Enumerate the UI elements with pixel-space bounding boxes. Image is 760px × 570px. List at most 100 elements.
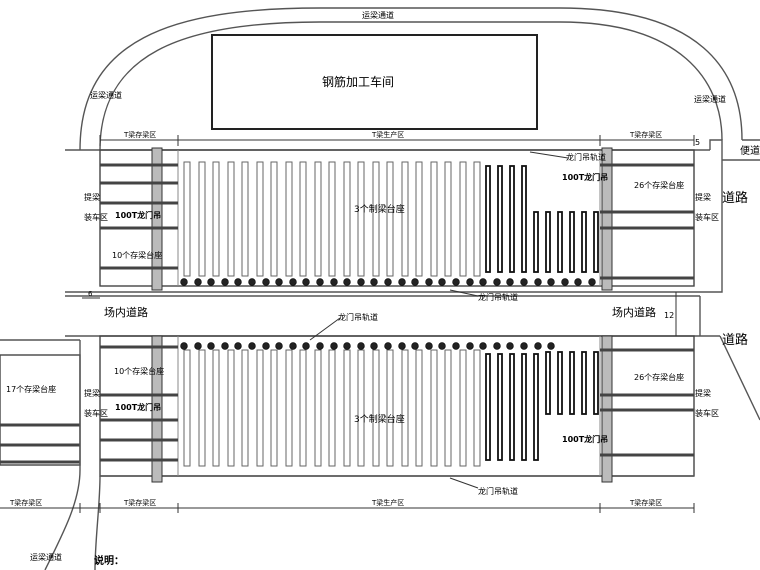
stored-beam xyxy=(593,211,599,273)
stored-beam xyxy=(557,351,563,415)
label-load-right-top: 提梁 xyxy=(695,192,711,202)
pedestal-circle xyxy=(370,342,378,350)
pedestal-circle xyxy=(343,342,351,350)
production-bed xyxy=(357,349,365,467)
label-workshop: 钢筋加工车间 xyxy=(322,74,394,89)
label-gantry-crane-2: 100T龙门吊 xyxy=(562,172,608,182)
pedestal-circle xyxy=(248,278,256,286)
bottom-store-left-beams xyxy=(100,345,178,462)
production-bed xyxy=(314,349,322,467)
production-bed xyxy=(415,349,423,467)
label-dim-bot-mid1: T梁存梁区 xyxy=(123,498,156,507)
label-dim-12: 12 xyxy=(664,311,674,320)
pedestal-circle xyxy=(479,278,487,286)
bottom-store-right-beams xyxy=(600,348,694,457)
production-bed xyxy=(430,349,438,467)
stored-beam xyxy=(581,211,587,273)
pedestal-circle xyxy=(343,278,351,286)
pedestal-circle xyxy=(194,342,202,350)
production-bed xyxy=(473,349,481,467)
label-gantry-top: 龙门吊轨道 xyxy=(566,152,606,162)
label-dim-bot-mid2: T梁生产区 xyxy=(371,498,404,507)
production-bed xyxy=(386,349,394,467)
pedestal-circle xyxy=(194,278,202,286)
stored-beam xyxy=(581,351,587,415)
production-bed xyxy=(343,349,351,467)
pedestal-circle xyxy=(316,342,324,350)
label-dim-5: 5 xyxy=(695,138,700,147)
production-bed xyxy=(198,349,206,467)
stored-beam xyxy=(569,211,575,273)
pedestal-circle xyxy=(289,278,297,286)
pedestal-circle xyxy=(520,342,528,350)
pedestal-circle xyxy=(180,342,188,350)
production-bed xyxy=(256,349,264,467)
label-load-left-top-2: 装车区 xyxy=(84,212,108,222)
pedestal-circle xyxy=(302,342,310,350)
label-load-left-bottom-2: 装车区 xyxy=(84,408,108,418)
production-bed xyxy=(401,349,409,467)
production-bed xyxy=(212,349,220,467)
production-bed xyxy=(227,349,235,467)
label-load-left-bottom: 提梁 xyxy=(84,388,100,398)
production-bed xyxy=(198,161,206,277)
top-production-beds xyxy=(183,161,599,277)
pedestal-circle xyxy=(330,342,338,350)
pedestal-circle xyxy=(221,278,229,286)
right-road-connector-top xyxy=(709,139,723,293)
pedestal-circle xyxy=(452,342,460,350)
bottom-production-beds xyxy=(183,349,599,467)
pedestal-circle xyxy=(574,278,582,286)
production-bed xyxy=(270,349,278,467)
top-gantry-columns xyxy=(151,147,613,291)
pedestal-circle xyxy=(398,278,406,286)
pedestal-circle xyxy=(466,278,474,286)
top-store-left-beams xyxy=(100,163,178,270)
production-bed xyxy=(328,349,336,467)
label-inner-road-right: 场内道路 xyxy=(612,305,656,319)
production-bed xyxy=(459,161,467,277)
left-store-beams xyxy=(0,423,80,464)
production-bed xyxy=(444,161,452,277)
pedestal-circle xyxy=(588,278,596,286)
label-load-right-bottom: 提梁 xyxy=(695,388,711,398)
production-bed xyxy=(415,161,423,277)
pedestal-circle xyxy=(180,278,188,286)
stored-beam xyxy=(497,165,503,273)
stored-beam xyxy=(521,353,527,461)
label-store-10-top: 10个存梁台座 xyxy=(112,250,162,260)
pedestal-circle xyxy=(534,278,542,286)
label-load-right-bottom-2: 装车区 xyxy=(695,408,719,418)
pedestal-circle xyxy=(547,342,555,350)
label-top-road: 运梁通道 xyxy=(362,10,394,20)
stored-beam xyxy=(569,351,575,415)
production-bed xyxy=(343,161,351,277)
leader-lines xyxy=(309,151,569,489)
pedestal-circle xyxy=(438,342,446,350)
stored-beam xyxy=(533,211,539,273)
pedestal-circle xyxy=(316,278,324,286)
pedestal-circle xyxy=(248,342,256,350)
pedestal-circle xyxy=(493,278,501,286)
label-exit-road: 便道 xyxy=(740,144,760,157)
production-bed xyxy=(285,349,293,467)
label-dim-bot-right: T梁存梁区 xyxy=(629,498,662,507)
label-inner-road-left: 场内道路 xyxy=(104,305,148,319)
outer-road-inner-edge xyxy=(99,21,723,151)
stored-beam xyxy=(485,165,491,273)
lower-left-road-edge-2 xyxy=(94,475,101,570)
production-bed xyxy=(299,161,307,277)
stored-beam xyxy=(497,353,503,461)
production-bed xyxy=(183,349,191,467)
label-dim-top-mid: T梁生产区 xyxy=(371,130,404,139)
outer-road-outer-edge xyxy=(79,7,743,151)
pedestal-circle xyxy=(425,342,433,350)
pedestal-circle xyxy=(547,278,555,286)
pedestal-circle xyxy=(275,342,283,350)
label-left-road: 运梁通道 xyxy=(90,90,122,100)
lower-right-road-edge xyxy=(719,335,760,421)
production-bed xyxy=(459,349,467,467)
label-note: 说明： xyxy=(94,554,124,567)
production-bed xyxy=(372,349,380,467)
top-block-frame xyxy=(99,149,695,287)
